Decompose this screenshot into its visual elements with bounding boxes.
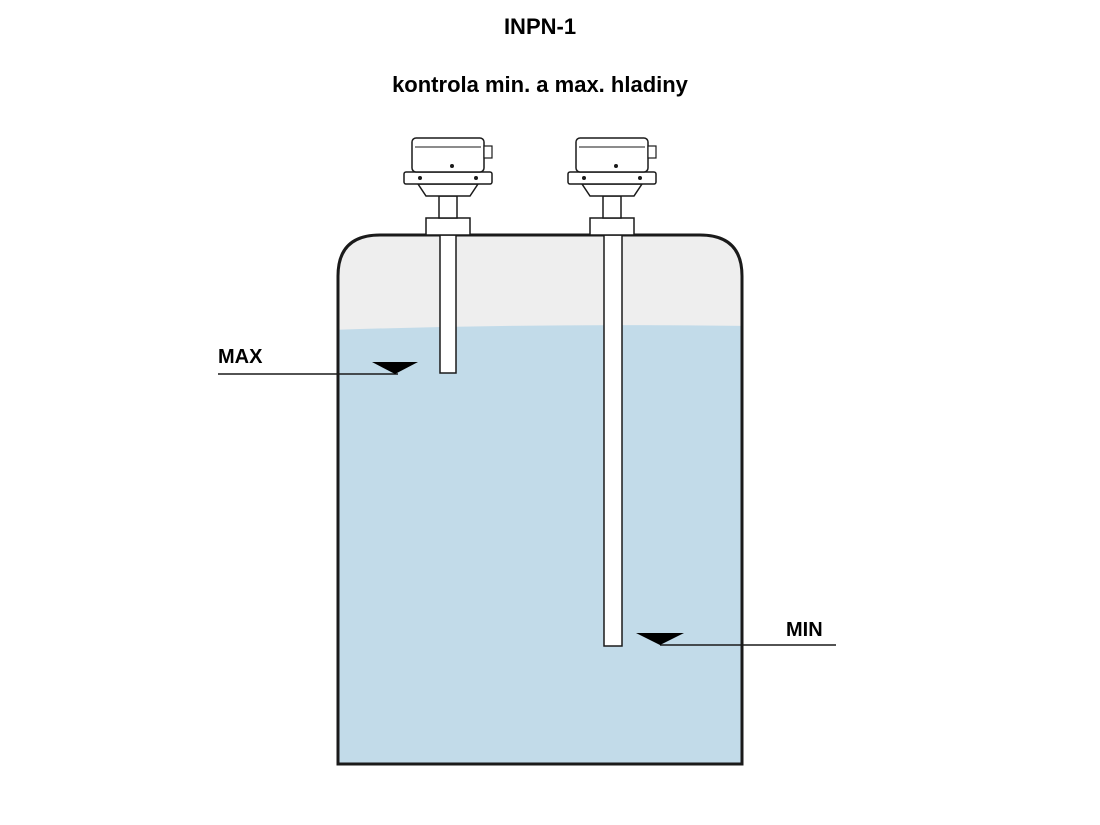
max-probe-plate	[403, 171, 493, 185]
min-probe-rod	[603, 234, 623, 647]
liquid	[338, 325, 742, 764]
max-probe-flange	[416, 183, 480, 197]
min-level-triangle-icon	[636, 633, 684, 645]
max-probe-neck	[438, 195, 458, 219]
min-level-label: MIN	[786, 619, 823, 641]
min-level-probe	[567, 137, 657, 647]
min-probe-flange	[580, 183, 644, 197]
max-probe-coupling	[425, 217, 471, 236]
min-probe-coupling	[589, 217, 635, 236]
min-probe-plate	[567, 171, 657, 185]
max-probe-cable-gland	[483, 145, 493, 159]
min-probe-neck	[602, 195, 622, 219]
max-probe-rod	[439, 234, 457, 374]
diagram-subtitle: kontrola min. a max. hladiny	[392, 72, 688, 97]
max-level-triangle-icon	[372, 362, 418, 374]
min-probe-head	[575, 137, 649, 173]
tank-outline	[336, 233, 744, 766]
diagram-title: INPN-1	[503, 14, 577, 39]
max-probe-head	[411, 137, 485, 173]
max-level-probe	[403, 137, 493, 374]
min-probe-cable-gland	[647, 145, 657, 159]
tank-interior	[338, 235, 742, 764]
max-level-label: MAX	[218, 346, 263, 368]
